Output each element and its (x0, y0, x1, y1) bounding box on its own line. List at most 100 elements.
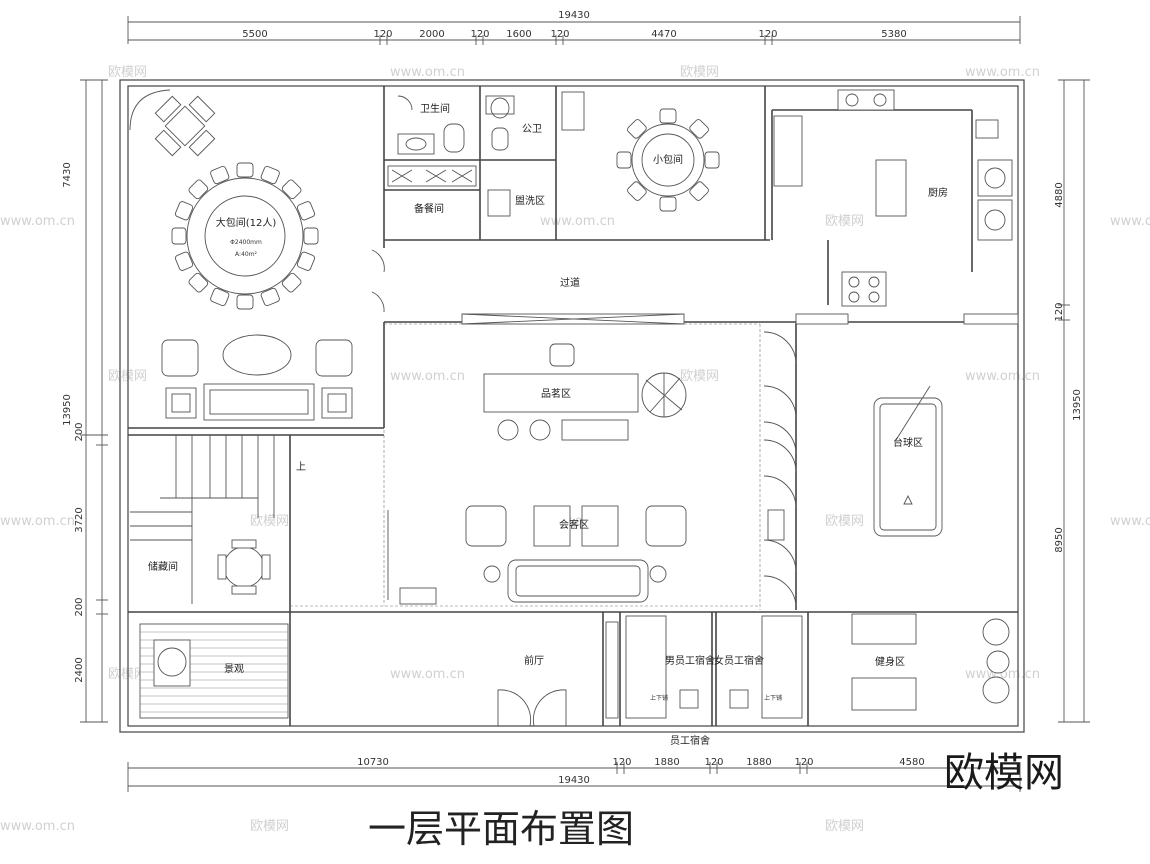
watermark: www.om.cn (0, 819, 75, 834)
watermark: 欧模网 (680, 369, 719, 384)
plant (641, 372, 687, 418)
dining-chairs (171, 162, 319, 310)
chair (627, 119, 647, 139)
bottom-dimensions: 10730 120 1880 120 1880 120 4580 19430 (127, 757, 1021, 792)
dim-top: 1600 (506, 29, 531, 40)
sofa (203, 383, 315, 421)
drawing-title: 一层平面布置图 (368, 807, 634, 851)
stair-up-label: 上 (296, 461, 306, 473)
room-label-toilet: 卫生间 (420, 102, 450, 115)
watermark: 欧模网 (250, 514, 289, 529)
dim-top: 120 (550, 29, 569, 40)
landscape: 景观 (139, 623, 289, 719)
room-label-big-private: 大包间(12人) (216, 216, 277, 229)
watermark: 欧模网 (250, 819, 289, 834)
room-label-fitness: 健身区 (875, 655, 905, 668)
room-note: Φ2400mm (230, 239, 262, 246)
dim-left-upper: 7430 (62, 162, 73, 187)
room-label-male-dorm: 男员工宿舍 (665, 654, 715, 667)
dim-bottom: 4580 (899, 757, 924, 768)
dim-bottom: 120 (704, 757, 723, 768)
chair (296, 201, 316, 221)
dim-top: 5380 (881, 29, 906, 40)
chair (704, 151, 720, 169)
room-label-billiards: 台球区 (893, 436, 923, 449)
fitness-area: 健身区 (851, 613, 1010, 711)
staircase (130, 435, 275, 604)
big-private-room: 大包间(12人) Φ2400mm A:40m² (129, 89, 353, 421)
watermark: www.om.cn (540, 214, 615, 229)
dim-top: 5500 (242, 29, 267, 40)
dim-top-total: 19430 (558, 10, 590, 21)
room-label-tea: 品茗区 (541, 388, 571, 400)
chair (188, 272, 209, 293)
chair (296, 251, 316, 271)
watermark: www.om.cn (965, 667, 1040, 682)
room-label-public-toilet: 公卫 (522, 124, 542, 135)
billiards-area: 台球区 (763, 331, 943, 607)
chair (210, 165, 230, 185)
chair (260, 165, 280, 185)
dim-right: 120 (1054, 302, 1065, 321)
front-hall: 前厅 (497, 621, 619, 727)
exterior-walls (119, 79, 1025, 733)
room-label-pantry: 备餐间 (414, 202, 444, 215)
watermark: 欧模网 (825, 214, 864, 229)
dim-bottom-total: 19430 (558, 775, 590, 786)
room-label-female-dorm: 女员工宿舍 (714, 654, 764, 667)
dim-left: 200 (74, 422, 85, 441)
left-dimensions: 7430 13950 200 3720 200 2400 (62, 79, 108, 723)
chair (210, 287, 230, 307)
chair (236, 162, 254, 178)
armchair (161, 339, 199, 377)
room-label-corridor: 过道 (560, 276, 580, 289)
dim-bottom: 1880 (654, 757, 679, 768)
brand-logo: 欧模网 (944, 750, 1064, 796)
dim-top: 2000 (419, 29, 444, 40)
dim-right-total: 13950 (1072, 389, 1083, 421)
watermark: www.om.cn (965, 369, 1040, 384)
chair (281, 272, 302, 293)
chair (616, 151, 632, 169)
dim-bottom: 1880 (746, 757, 771, 768)
watermark: www.om.cn (0, 214, 75, 229)
watermark-layer: 欧模网 www.om.cn 欧模网 www.om.cn www.om.cn 欧模… (0, 65, 1150, 834)
bed-note: 上下铺 (650, 694, 668, 702)
chair (689, 181, 709, 201)
watermark: 欧模网 (680, 65, 719, 80)
right-dimensions: 4880 120 8950 13950 (1054, 79, 1090, 723)
dim-left: 2400 (74, 657, 85, 682)
dim-left: 200 (74, 597, 85, 616)
chair (260, 287, 280, 307)
dim-bottom: 120 (612, 757, 631, 768)
top-dimensions: 19430 5500 120 2000 120 1600 120 4470 12… (127, 10, 1021, 45)
chair (281, 179, 302, 200)
chair (188, 179, 209, 200)
watermark: www.om.cn (390, 65, 465, 80)
watermark: www.om.cn (390, 667, 465, 682)
room-label-kitchen: 厨房 (928, 186, 948, 199)
chair (659, 108, 677, 124)
room-label-small-private: 小包间 (653, 153, 683, 166)
chair (689, 119, 709, 139)
interior-walls (128, 86, 1018, 726)
chair (303, 227, 319, 245)
room-label-staff-dorm: 员工宿舍 (670, 734, 710, 747)
dim-left-lower: 13950 (62, 394, 73, 426)
coffee-table (222, 334, 292, 376)
dim-bottom: 120 (794, 757, 813, 768)
watermark: www.om.cn (1110, 514, 1150, 529)
chair (627, 181, 647, 201)
room-label-hall: 前厅 (524, 654, 544, 667)
dim-right: 8950 (1054, 527, 1065, 552)
stair-storage: 上 储藏间 (130, 435, 306, 604)
dining-chairs (616, 108, 720, 212)
small-private-room: 小包间 (616, 108, 720, 212)
watermark: www.om.cn (1110, 214, 1150, 229)
dim-left: 3720 (74, 507, 85, 532)
room-note: A:40m² (235, 251, 258, 258)
dorms: 男员工宿舍 女员工宿舍 上下铺 上下铺 员工宿舍 (625, 615, 803, 747)
room-label-meeting: 会客区 (559, 518, 589, 531)
room-label-storage: 储藏间 (148, 560, 178, 573)
